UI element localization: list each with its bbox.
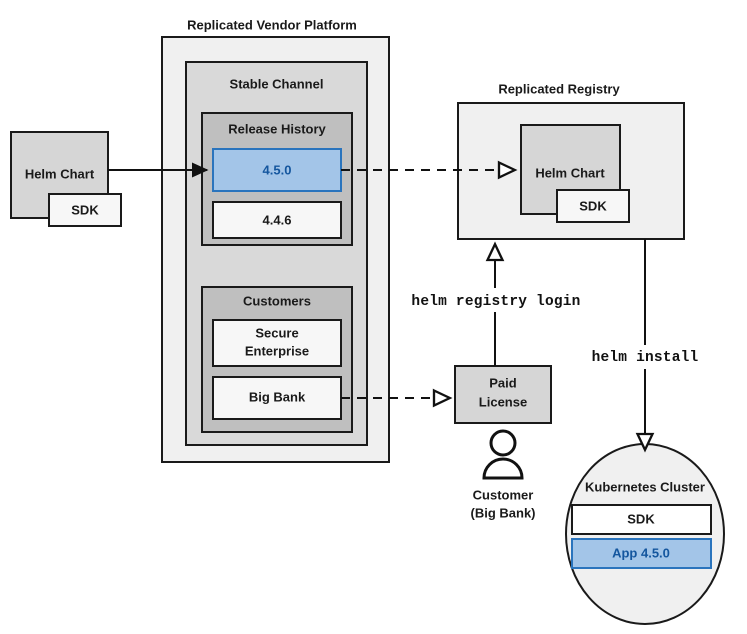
customer-actor-label-line1: Customer [473, 487, 534, 502]
customer-actor-label-line2: (Big Bank) [471, 505, 536, 520]
cluster-sdk-label: SDK [627, 511, 655, 526]
command-registry-login-backdrop [398, 288, 594, 312]
stable-channel-title: Stable Channel [230, 76, 324, 91]
customer-secure-enterprise-label-line1: Secure [255, 325, 298, 340]
release-item-4-5-0-label: 4.5.0 [263, 162, 292, 177]
customer-big-bank-box[interactable] [212, 376, 342, 420]
command-helm-install: helm install [570, 345, 720, 369]
cluster-sdk-box [571, 504, 712, 535]
command-registry-login-label: helm registry login [411, 294, 580, 310]
customer-big-bank-label: Big Bank [249, 389, 306, 404]
release-history-title: Release History [228, 121, 326, 136]
cluster-app-box [571, 538, 712, 569]
release-item-4-5-0-box[interactable] [212, 148, 342, 192]
customer-actor: Customer (Big Bank) [471, 429, 536, 520]
release-item-4-4-6-box[interactable] [212, 201, 342, 239]
kubernetes-cluster-node: Kubernetes Cluster SDK App 4.5.0 [565, 443, 725, 625]
registry-title: Replicated Registry [498, 81, 620, 96]
command-helm-install-label: helm install [592, 350, 699, 366]
source-sdk-box [48, 193, 122, 227]
command-registry-login: helm registry login [398, 288, 594, 312]
paid-license-box[interactable] [454, 365, 552, 424]
command-helm-install-backdrop [570, 345, 720, 369]
registry-helm-chart-label: Helm Chart [535, 165, 605, 180]
registry-sdk-box [556, 189, 630, 223]
kubernetes-cluster-title: Kubernetes Cluster [585, 479, 705, 494]
source-sdk-label: SDK [71, 202, 99, 217]
customer-secure-enterprise-box[interactable] [212, 319, 342, 367]
customers-title: Customers [243, 293, 311, 308]
vendor-platform-title: Replicated Vendor Platform [187, 17, 357, 32]
cluster-app-label: App 4.5.0 [612, 545, 670, 560]
source-helm-chart-node: Helm Chart SDK [10, 131, 122, 227]
paid-license-label-line1: Paid [489, 375, 517, 390]
source-helm-chart-label: Helm Chart [25, 166, 95, 181]
registry-sdk-label: SDK [579, 198, 607, 213]
paid-license-label-line2: License [479, 394, 527, 409]
customer-secure-enterprise-label-line2: Enterprise [245, 343, 309, 358]
replicated-registry-container: Helm Chart SDK [457, 102, 685, 240]
release-item-4-4-6-label: 4.4.6 [263, 212, 292, 227]
vendor-platform-container: Stable Channel Release History 4.5.0 4.4… [161, 36, 390, 463]
person-icon-body [482, 457, 524, 480]
paid-license-node: Paid License [454, 365, 552, 424]
person-icon-head [489, 429, 517, 457]
